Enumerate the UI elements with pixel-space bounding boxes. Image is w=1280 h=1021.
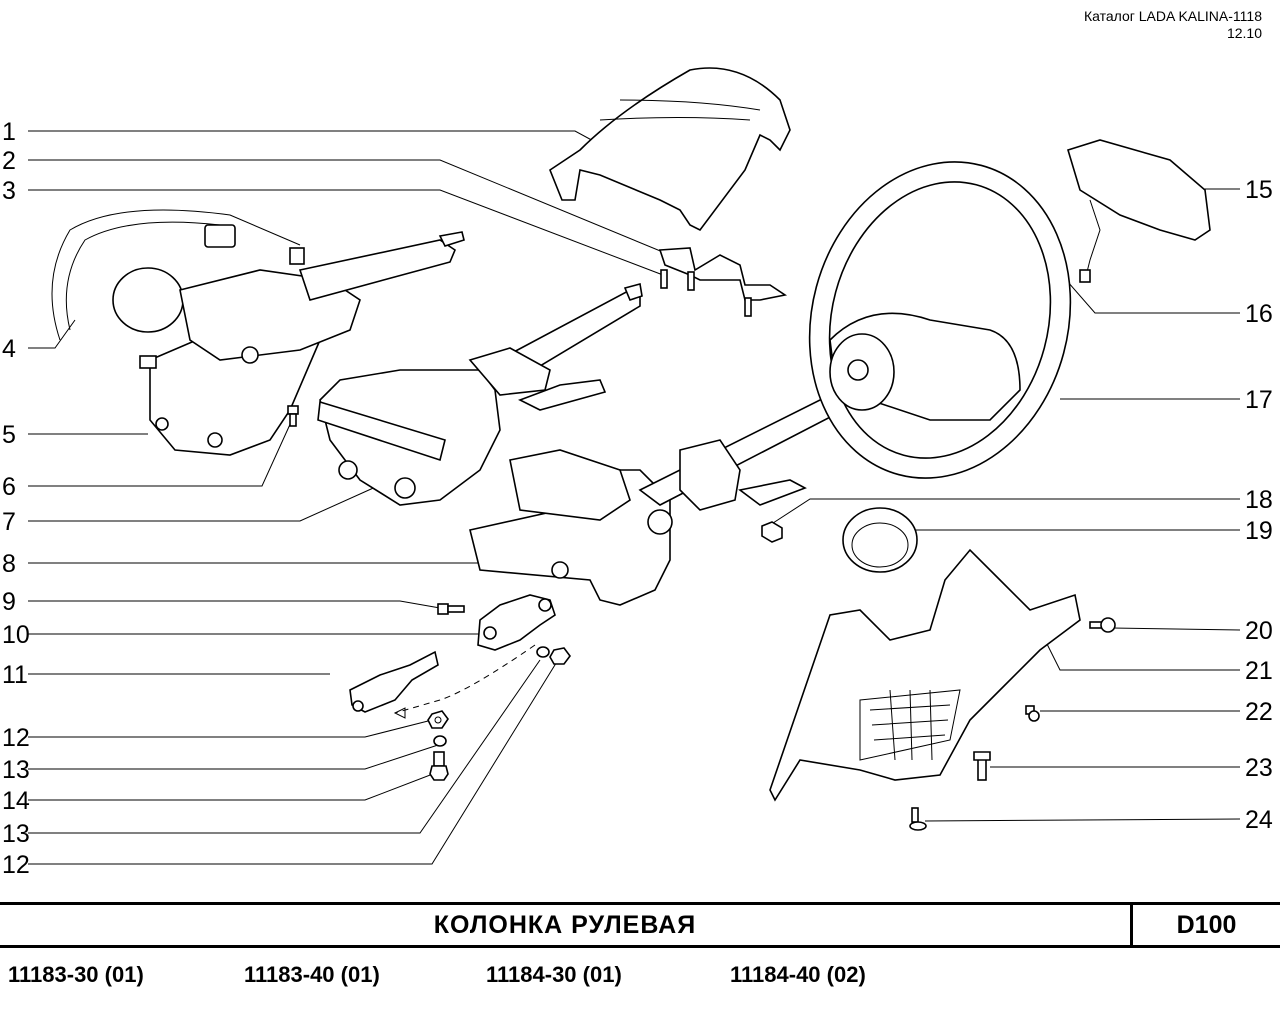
callout-number: 15: [1245, 176, 1273, 204]
upper-shroud: [549, 67, 791, 232]
catalog-title: Каталог LADA KALINA-1118: [1083, 8, 1262, 24]
callout-number: 18: [1245, 486, 1273, 514]
callout-number: 21: [1245, 657, 1273, 685]
bolt-9: [437, 603, 465, 615]
airbag-module: [1067, 139, 1211, 283]
title-bar: КОЛОНКА РУЛЕВАЯ D100: [0, 902, 1280, 948]
bolt-6: [287, 405, 299, 427]
screws-20-22-23-24: [909, 617, 1116, 831]
callout-number: 4: [2, 335, 16, 363]
callout-number: 12: [2, 724, 30, 752]
contact-ring: [842, 507, 918, 573]
fasteners-12-13-14: [393, 644, 571, 781]
steering-column-assembly-middle: [317, 283, 643, 506]
callout-number: 19: [1245, 517, 1273, 545]
model-item: 11183-30 (01): [8, 962, 144, 987]
diagram-code: D100: [1176, 911, 1237, 939]
callout-number: 16: [1245, 300, 1273, 328]
nut-18: [761, 521, 783, 543]
steering-column-assembly-left: [51, 209, 465, 456]
lower-shroud: [769, 548, 1081, 802]
callout-number: 9: [2, 588, 16, 616]
callout-numbers-right: 15 16 17 18 19 20 21 22 23 24: [1245, 176, 1273, 834]
callout-number: 14: [2, 787, 30, 815]
callout-number: 8: [2, 550, 16, 578]
callout-number: 23: [1245, 754, 1273, 782]
callout-number: 3: [2, 177, 16, 205]
model-item: 11184-30 (01): [486, 962, 622, 987]
callout-number: 13: [2, 756, 30, 784]
catalog-header: Каталог LADA KALINA-1118 12.10: [1084, 8, 1262, 42]
callout-number: 17: [1245, 386, 1273, 414]
steering-column-assembly-front: [469, 384, 851, 606]
callout-number: 5: [2, 421, 16, 449]
model-item: 11184-40 (02): [730, 962, 866, 987]
callout-number: 10: [2, 621, 30, 649]
universal-joint: [349, 650, 439, 713]
leader-lines-right: [769, 188, 1241, 822]
callout-number: 11: [2, 661, 28, 689]
model-list: 11183-30 (01) 11183-40 (01) 11184-30 (01…: [8, 962, 1268, 992]
callout-number: 2: [2, 147, 16, 175]
catalog-date: 12.10: [1226, 25, 1262, 41]
callout-number: 1: [2, 118, 16, 146]
model-item: 11183-40 (01): [244, 962, 380, 987]
callout-number: 20: [1245, 617, 1273, 645]
steering-wheel: [808, 161, 1072, 479]
callout-number: 13: [2, 820, 30, 848]
universal-joint-fork: [477, 594, 556, 651]
bracket-assembly: [658, 247, 788, 317]
diagram-title: КОЛОНКА РУЛЕВАЯ: [0, 905, 1133, 945]
callout-number: 7: [2, 508, 16, 536]
callout-number: 6: [2, 473, 16, 501]
callout-number: 24: [1245, 806, 1273, 834]
callout-number: 22: [1245, 698, 1273, 726]
callout-number: 12: [2, 851, 30, 879]
